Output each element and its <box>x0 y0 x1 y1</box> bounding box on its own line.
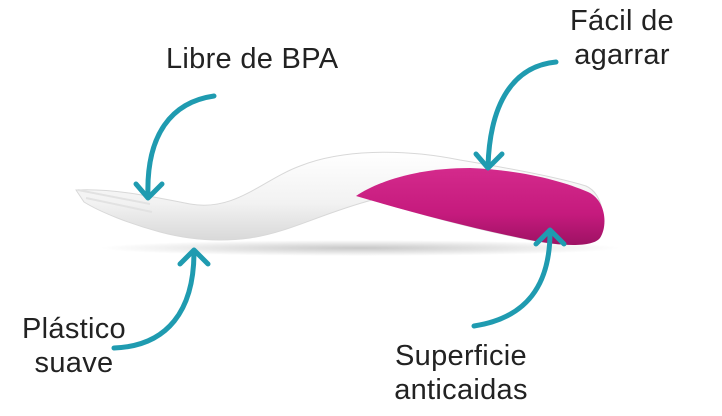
arrow-head <box>177 247 211 267</box>
label-soft-plastic: Plástico suave <box>12 312 136 380</box>
label-bpa-free: Libre de BPA <box>166 42 338 76</box>
fork-tines <box>77 189 153 213</box>
label-non-slip-line1: Superficie <box>395 340 527 372</box>
label-easy-grip-line2: agarrar <box>574 39 670 71</box>
label-easy-grip: Fácil de agarrar <box>560 4 684 72</box>
floor-shadow <box>100 240 620 256</box>
label-easy-grip-line1: Fácil de <box>570 5 674 37</box>
curved-callout-arrow <box>485 59 559 169</box>
label-bpa-text: Libre de BPA <box>166 43 339 75</box>
curved-callout-arrow <box>471 229 553 329</box>
curved-callout-arrow <box>111 249 197 351</box>
arrow-head <box>133 181 165 201</box>
label-soft-plastic-line2: suave <box>34 347 114 379</box>
arrow-head <box>533 227 567 247</box>
curved-callout-arrow <box>145 93 217 199</box>
arrow-head <box>473 151 505 171</box>
pink-grip <box>356 168 605 245</box>
label-soft-plastic-line1: Plástico <box>22 313 126 345</box>
label-non-slip-surface: Superficie anticaidas <box>376 339 546 407</box>
label-non-slip-line2: anticaidas <box>394 374 528 406</box>
